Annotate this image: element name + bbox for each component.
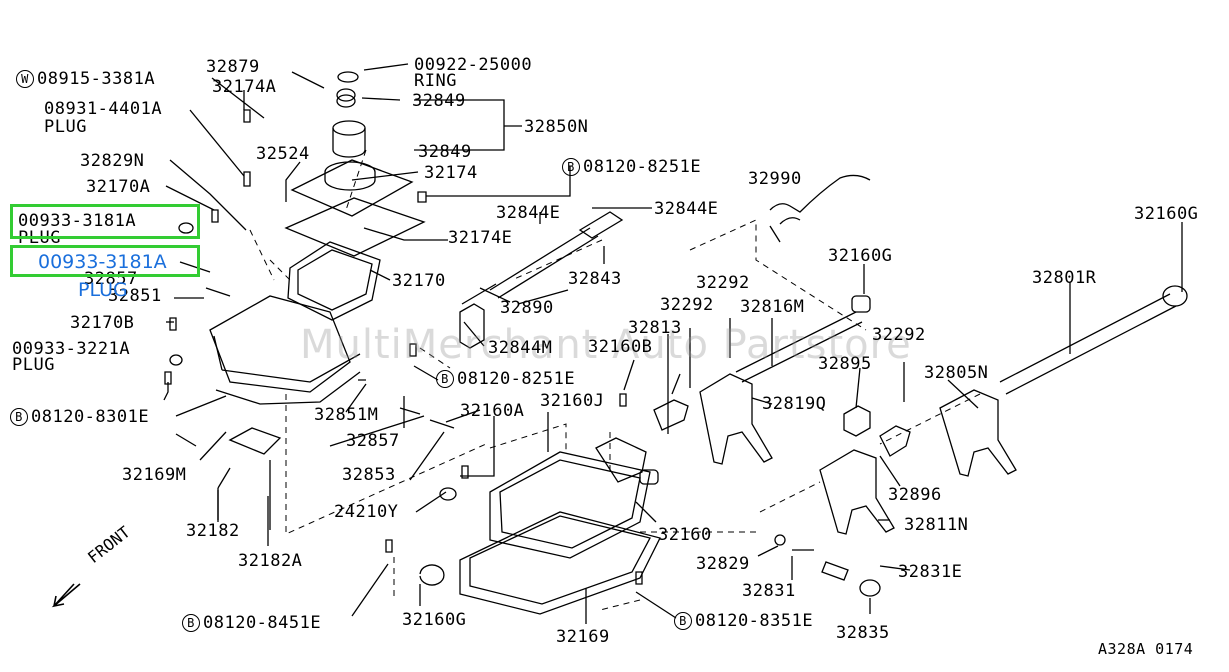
- bolt-symbol-icon: B: [182, 614, 200, 632]
- part-label: 32174A: [212, 77, 277, 97]
- part-label: 32160B: [588, 337, 653, 357]
- part-label: 32829N: [80, 151, 145, 171]
- overlay-part-number: 00933-3181A: [38, 251, 167, 273]
- bolt-symbol-icon: B: [10, 408, 28, 426]
- part-label: 32849: [418, 142, 472, 162]
- part-label: 32850N: [524, 117, 589, 137]
- overlay-part-desc: PLUG: [78, 279, 128, 301]
- bolt-symbol-icon: B: [674, 612, 692, 630]
- part-label: 32169: [556, 627, 610, 647]
- part-label: 32829: [696, 554, 750, 574]
- part-label: 32160A: [460, 401, 525, 421]
- part-desc: PLUG: [12, 355, 55, 375]
- part-label: 32844E: [496, 203, 561, 223]
- part-label: 32170B: [70, 313, 135, 333]
- part-label: 32843: [568, 269, 622, 289]
- part-label: 32160: [658, 525, 712, 545]
- part-label: 00933-3181A: [18, 211, 137, 231]
- drawing-code: A328A 0174: [1098, 640, 1194, 658]
- part-label: 32890: [500, 298, 554, 318]
- bolt-symbol-icon: B: [436, 370, 454, 388]
- part-label: 32160G: [1134, 204, 1199, 224]
- part-label: 32170A: [86, 177, 151, 197]
- part-label: 32801R: [1032, 268, 1097, 288]
- part-label: 32182: [186, 521, 240, 541]
- part-label: 32160G: [402, 610, 467, 630]
- part-label: 32990: [748, 169, 802, 189]
- part-label: 32182A: [238, 551, 303, 571]
- front-arrow-icon: [51, 583, 81, 608]
- part-label: 32292: [660, 295, 714, 315]
- part-label: 32811N: [904, 515, 969, 535]
- part-label: 32835: [836, 623, 890, 643]
- part-label: 32851: [108, 286, 162, 306]
- part-label: 32844E: [654, 199, 719, 219]
- part-label: 32813: [628, 318, 682, 338]
- part-label: 32174: [424, 163, 478, 183]
- part-label: 32170: [392, 271, 446, 291]
- part-label: 00933-3221A: [12, 339, 131, 359]
- part-label: 32816M: [740, 297, 805, 317]
- part-label: 32160J: [540, 391, 605, 411]
- part-label: 24210Y: [334, 502, 399, 522]
- part-label: 08931-4401A: [44, 99, 163, 119]
- part-label: 32851M: [314, 405, 379, 425]
- watermark: MultiMerchant Auto Partstore: [300, 322, 912, 368]
- part-label: 00922-25000: [414, 55, 533, 75]
- part-label: 32879: [206, 57, 260, 77]
- part-label: 32831E: [898, 562, 963, 582]
- part-label: 32292: [696, 273, 750, 293]
- highlight-box-part[interactable]: [10, 204, 200, 239]
- part-label: 32292: [872, 325, 926, 345]
- part-label: 32819Q: [762, 394, 827, 414]
- part-desc: PLUG: [44, 117, 87, 137]
- part-label: 32849: [412, 91, 466, 111]
- part-label: 32844M: [488, 338, 553, 358]
- part-label: 32831: [742, 581, 796, 601]
- washer-symbol-icon: W: [16, 70, 34, 88]
- part-label: 32174E: [448, 228, 513, 248]
- part-label: 32853: [342, 465, 396, 485]
- part-label: 32857: [346, 431, 400, 451]
- part-label: 32524: [256, 144, 310, 164]
- part-label: 32895: [818, 354, 872, 374]
- highlight-box-tooltip[interactable]: [10, 245, 200, 277]
- bolt-symbol-icon: B: [562, 158, 580, 176]
- part-label: 32896: [888, 485, 942, 505]
- part-label: 32160G: [828, 246, 893, 266]
- part-desc: RING: [414, 71, 457, 91]
- part-label: 32805N: [924, 363, 989, 383]
- part-label: 32169M: [122, 465, 187, 485]
